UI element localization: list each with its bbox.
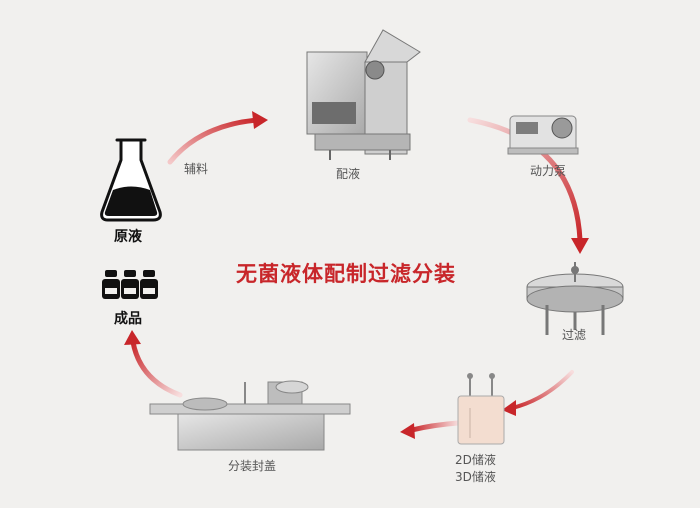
- arrow-filter-to-storage: [502, 370, 574, 416]
- arrow-mixing-to-filter: [467, 117, 589, 254]
- label-pump: 动力泵: [530, 164, 567, 178]
- filter-image: [526, 262, 624, 335]
- filling-machine-image: [149, 380, 351, 451]
- label-storage-2d: 2D储液: [455, 453, 496, 467]
- pump-image: [507, 115, 579, 155]
- arrow-raw-to-mixing: [167, 111, 268, 165]
- vials-icon: [102, 270, 158, 299]
- label-filling: 分装封盖: [228, 459, 277, 473]
- label-storage: 2D储液 3D储液: [455, 452, 496, 486]
- label-mixing: 配液: [336, 167, 361, 181]
- diagram-title: 无菌液体配制过滤分装: [236, 262, 456, 286]
- label-product: 成品: [114, 311, 142, 327]
- flask-icon: [100, 138, 162, 222]
- label-raw: 原液: [114, 229, 142, 245]
- arrow-storage-to-filling: [400, 420, 461, 439]
- label-filter: 过滤: [562, 328, 587, 342]
- label-aux: 辅料: [184, 162, 209, 176]
- arrow-filling-to-product: [124, 330, 183, 398]
- label-storage-3d: 3D储液: [455, 470, 496, 484]
- storage-bag-image: [457, 373, 505, 445]
- mixing-machine-image: [306, 29, 421, 160]
